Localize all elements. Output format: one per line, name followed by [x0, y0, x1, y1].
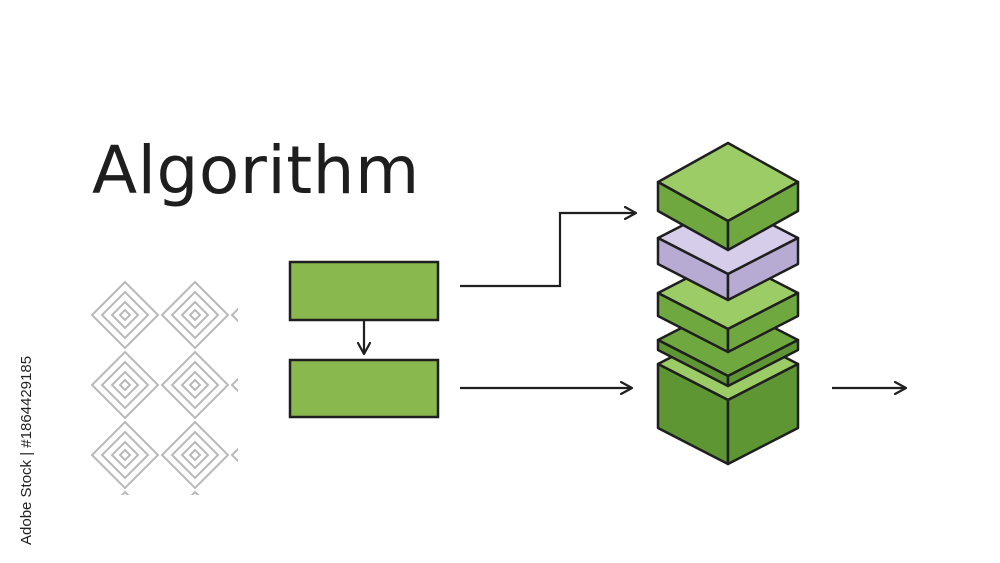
layer-stack-icon: [658, 143, 798, 464]
diamond-pattern-icon: [90, 280, 238, 495]
process-box-top: [290, 262, 438, 320]
diagram-title: Algorithm: [92, 138, 420, 204]
process-box-bottom: [290, 360, 438, 417]
elbow-arrow-icon: [460, 213, 636, 286]
stock-credit-label: Adobe Stock | #1864429185: [18, 356, 35, 545]
